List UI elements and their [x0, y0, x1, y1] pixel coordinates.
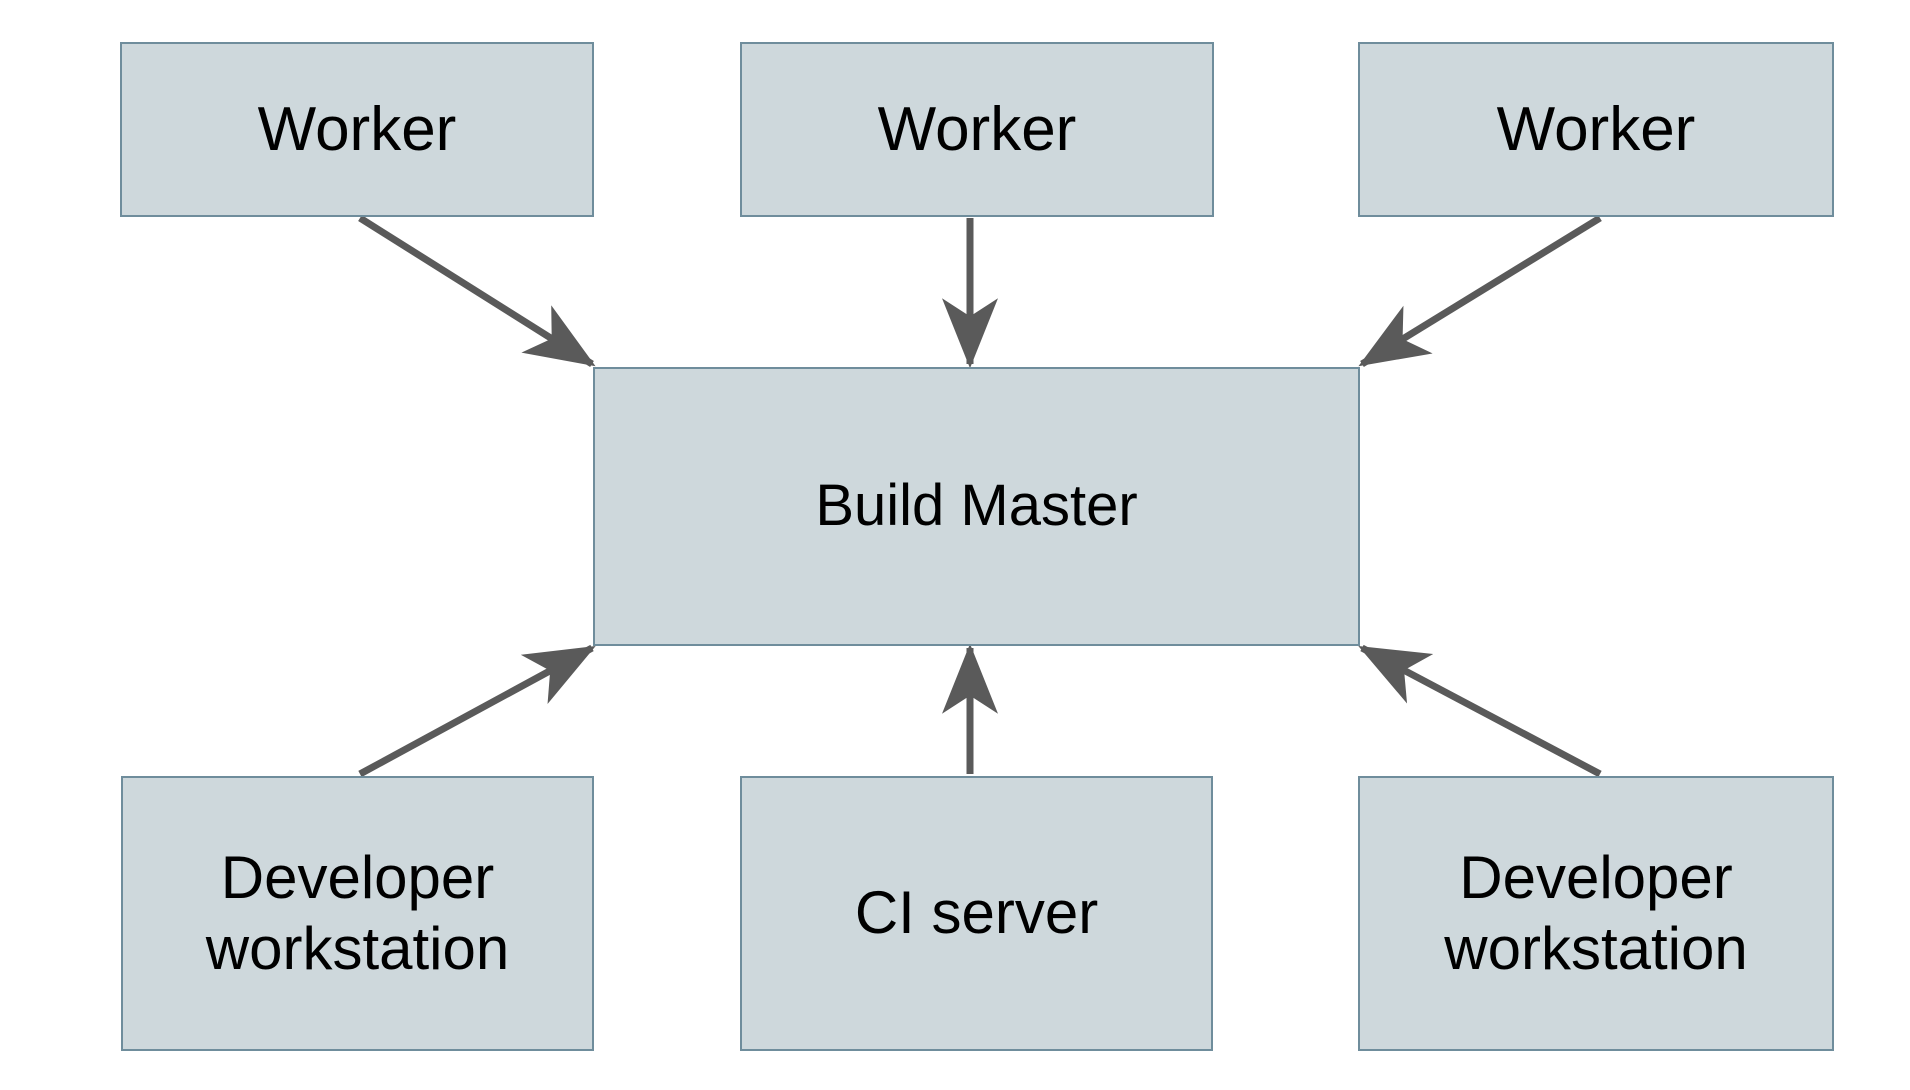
node-build-master[interactable]: Build Master — [593, 367, 1360, 646]
node-developer-workstation-right-label: Developer workstation — [1444, 843, 1748, 982]
node-build-master-label: Build Master — [815, 473, 1138, 539]
node-worker-3[interactable]: Worker — [1358, 42, 1834, 217]
node-worker-1[interactable]: Worker — [120, 42, 594, 217]
edge-dev-1-to-build-master — [358, 644, 596, 778]
node-developer-workstation-left-label: Developer workstation — [205, 843, 510, 982]
edge-worker-3-to-build-master — [1358, 215, 1602, 367]
node-worker-1-label: Worker — [257, 94, 457, 164]
node-ci-server[interactable]: CI server — [740, 776, 1213, 1051]
edge-dev-2-to-build-master — [1358, 644, 1602, 778]
node-worker-2[interactable]: Worker — [740, 42, 1214, 217]
edge-worker-1-to-build-master — [358, 215, 596, 367]
node-developer-workstation-left[interactable]: Developer workstation — [121, 776, 594, 1051]
node-worker-2-label: Worker — [877, 94, 1077, 164]
node-developer-workstation-right[interactable]: Developer workstation — [1358, 776, 1834, 1051]
node-ci-server-label: CI server — [854, 879, 1099, 947]
node-worker-3-label: Worker — [1496, 94, 1696, 164]
